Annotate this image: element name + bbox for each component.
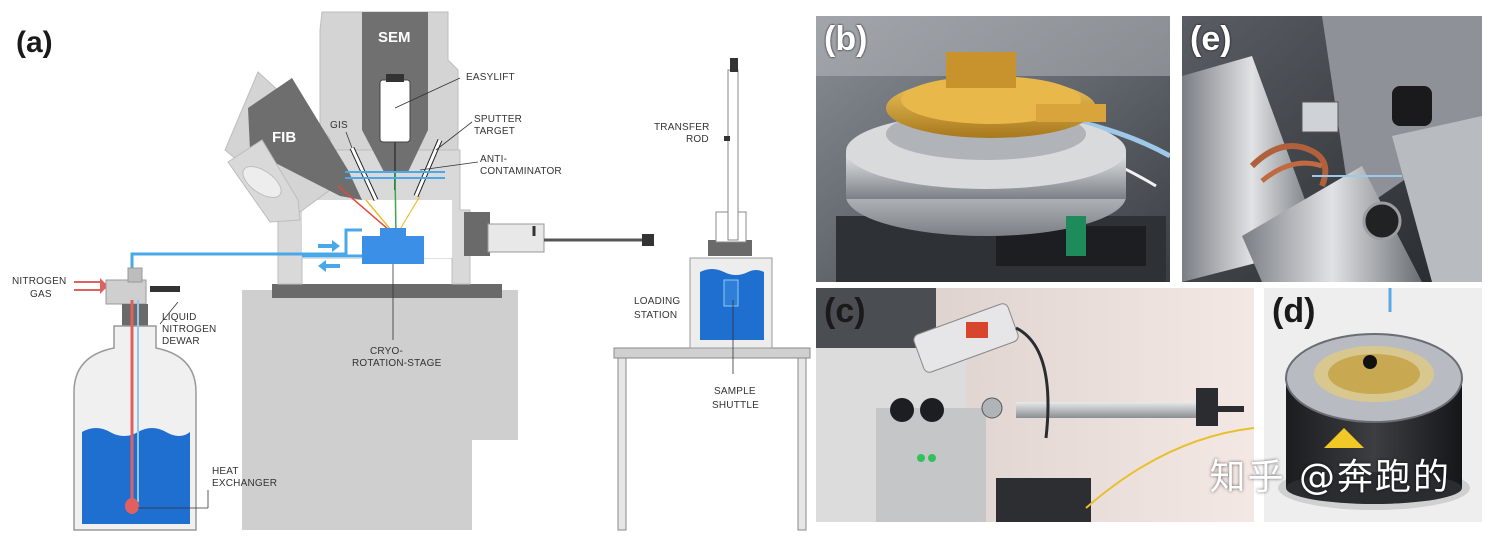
- anti-label-2: CONTAMINATOR: [480, 166, 562, 177]
- watermark: 知乎 @奔跑的: [1209, 457, 1451, 498]
- base-top-plate: [272, 284, 502, 298]
- nitrogen-label-1: NITROGEN: [12, 276, 66, 287]
- fib-label: FIB: [272, 129, 296, 146]
- dewar-label-1: LIQUID: [162, 312, 197, 323]
- sputter-label-2: TARGET: [474, 126, 515, 137]
- gis-label: GIS: [330, 120, 348, 131]
- easylift-body: [379, 79, 411, 143]
- loading-label-1: LOADING: [634, 296, 680, 307]
- easylift-cap: [386, 74, 404, 82]
- shuttle-label-1: SAMPLE: [714, 386, 756, 397]
- photo-b-label: (b): [824, 20, 868, 58]
- liquid-nitrogen: [82, 428, 190, 524]
- anti-label-1: ANTI-: [480, 154, 507, 165]
- dewar-label-2: NITROGEN: [162, 324, 216, 335]
- transfer-label-2: ROD: [686, 134, 709, 145]
- photo-b-image: [816, 16, 1170, 282]
- sem-label: SEM: [378, 29, 411, 46]
- microscope-base: [242, 290, 472, 530]
- photo-e: (e): [1182, 16, 1482, 282]
- photo-c-image: [816, 288, 1254, 522]
- heat-exchanger: [125, 498, 139, 514]
- nitrogen-label-2: GAS: [30, 289, 52, 300]
- transfer-label-1: TRANSFER: [654, 122, 710, 133]
- photo-d-image: [1264, 288, 1482, 522]
- sputter-label-1: SPUTTER: [474, 114, 522, 125]
- heat-label-2: EXCHANGER: [212, 478, 277, 489]
- cryo-label-2: ROTATION-STAGE: [352, 358, 442, 369]
- cryo-label-1: CRYO-: [370, 346, 403, 357]
- easylift-label: EASYLIFT: [466, 72, 515, 83]
- shuttle-label-2: SHUTTLE: [712, 400, 759, 411]
- photo-c-label: (c): [824, 292, 866, 330]
- microscope-base-right: [472, 290, 518, 440]
- loading-table-top: [613, 347, 811, 359]
- heat-label-1: HEAT: [212, 466, 239, 477]
- cryo-rotation-stage: [362, 236, 424, 264]
- transfer-rod: [727, 69, 739, 241]
- transfer-port: [464, 212, 490, 256]
- cryo-fib-schematic: SEM EASYLIFT FIB GIS SPUTTER TARGET ANTI…: [12, 11, 811, 531]
- panel-a-label: (a): [16, 26, 53, 59]
- photo-d-label: (d): [1272, 292, 1316, 330]
- photo-c: (c): [816, 288, 1254, 522]
- photo-b: (b): [816, 16, 1170, 282]
- dewar-label-3: DEWAR: [162, 336, 200, 347]
- photo-e-label: (e): [1190, 20, 1232, 58]
- photo-e-image: [1182, 16, 1482, 282]
- photo-d: (d): [1264, 288, 1482, 522]
- fib-column: [248, 78, 362, 200]
- loading-label-2: STATION: [634, 310, 677, 321]
